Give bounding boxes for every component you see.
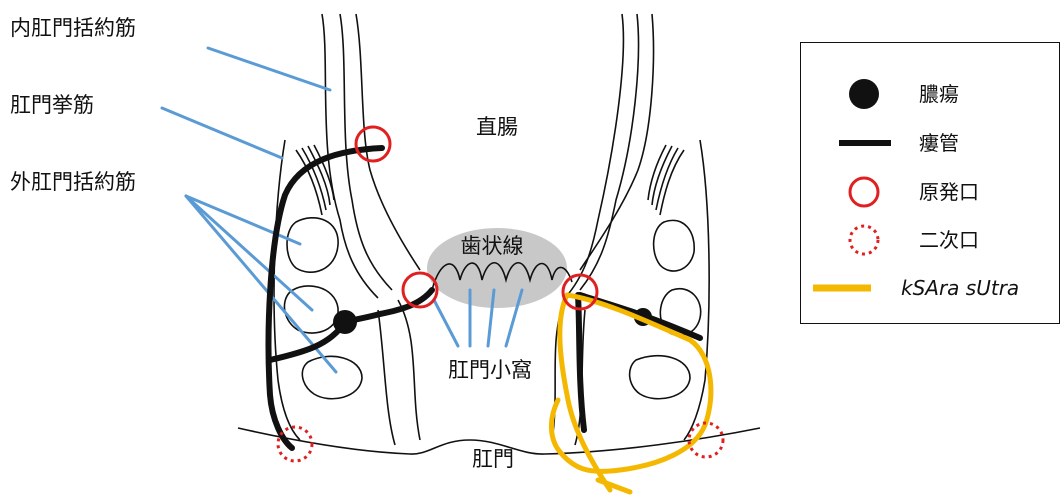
legend-box: 膿瘍 瘻管 原発口 二次口 kSAra sUtra <box>800 42 1060 324</box>
ksara-sutra-tail <box>598 480 630 492</box>
fistula-tract-symbol-icon <box>829 119 899 167</box>
primary-opening-high <box>356 127 390 161</box>
ksara-sutra-symbol-icon <box>809 264 879 312</box>
label-anal-crypts: 肛門小窩 <box>448 360 532 381</box>
label-anus: 肛門 <box>472 449 514 470</box>
abscess-left <box>333 310 357 334</box>
leader-levator-ani <box>162 108 282 158</box>
label-levator-ani: 肛門挙筋 <box>10 95 94 116</box>
leader-internal-sphincter <box>208 48 330 90</box>
ksara-sutra-thread <box>551 295 710 490</box>
left-branch-tract <box>270 322 345 360</box>
legend-row-ksara: kSAra sUtra <box>801 264 1059 312</box>
legend-label-abscess: 膿瘍 <box>919 84 959 104</box>
abscess-symbol-icon <box>829 70 899 118</box>
legend-label-secondary: 二次口 <box>919 230 979 250</box>
secondary-opening-symbol-icon <box>829 216 899 264</box>
legend-row-primary: 原発口 <box>801 168 1059 216</box>
legend-label-ksara: kSAra sUtra <box>901 278 1019 298</box>
leader-crypt-1 <box>434 300 458 346</box>
legend-label-fistula: 瘻管 <box>919 133 959 153</box>
primary-opening-symbol-icon <box>829 168 899 216</box>
legend-label-primary: 原発口 <box>919 182 979 202</box>
leader-external-sphincter-2 <box>186 196 312 310</box>
label-internal-sphincter: 内肛門括約筋 <box>10 18 136 39</box>
label-external-sphincter: 外肛門括約筋 <box>10 172 136 193</box>
label-rectum: 直腸 <box>476 117 518 138</box>
legend-row-abscess: 膿瘍 <box>801 70 1059 118</box>
label-dentate-line: 歯状線 <box>461 236 524 257</box>
legend-row-fistula: 瘻管 <box>801 119 1059 167</box>
legend-row-secondary: 二次口 <box>801 216 1059 264</box>
